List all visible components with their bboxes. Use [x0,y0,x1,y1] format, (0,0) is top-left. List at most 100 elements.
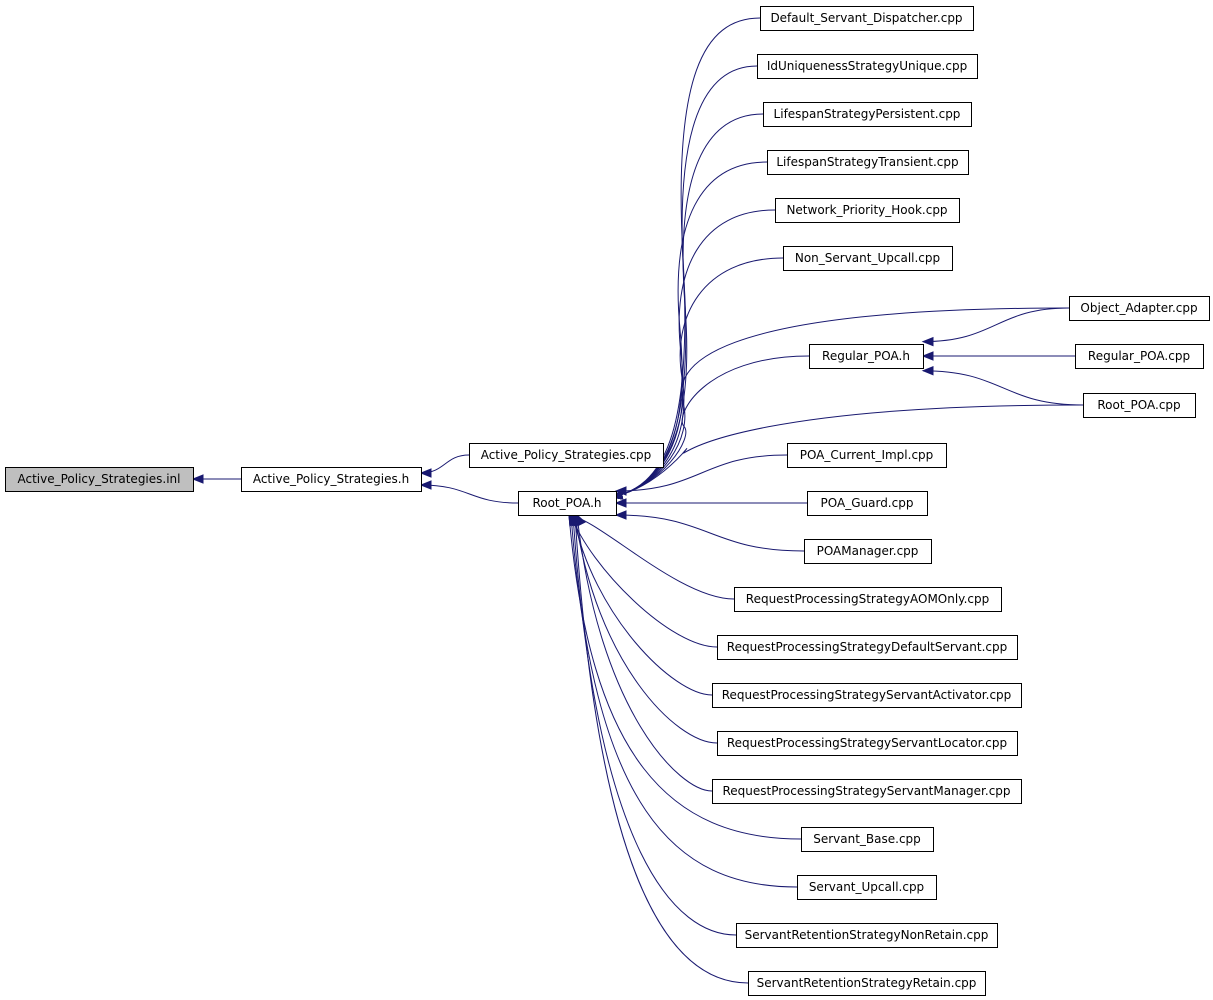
node-label-rpc: Regular_POA.cpp [1088,349,1190,363]
node-label-lst: LifespanStrategyTransient.cpp [776,155,958,169]
node-label-rp2: RequestProcessingStrategyDefaultServant.… [727,640,1007,654]
node-rpc[interactable]: Regular_POA.cpp [1075,344,1204,369]
node-box-rtc [1083,393,1196,418]
arrowhead-oad-to-reg_h [921,336,934,347]
arrowhead-rtc-to-reg_h [921,365,934,376]
node-box-rp2 [717,635,1018,660]
node-label-srr: ServantRetentionStrategyRetain.cpp [757,976,977,990]
arrowhead-pci-to-root_h [614,486,627,496]
node-lst[interactable]: LifespanStrategyTransient.cpp [767,150,969,175]
arrowhead-srr-to-root_h [574,513,584,527]
node-dsd[interactable]: Default_Servant_Dispatcher.cpp [760,6,974,31]
edge-pmg-to-root_h [615,514,805,552]
node-label-rp5: RequestProcessingStrategyServantManager.… [722,784,1010,798]
node-h[interactable]: Active_Policy_Strategies.h [241,467,422,492]
node-box-reg_h [809,344,924,369]
graph-edges [191,17,1084,984]
edge-lst-to-root_h [611,161,768,498]
node-lsp[interactable]: LifespanStrategyPersistent.cpp [763,102,972,127]
arrowhead-pmg-to-root_h [614,510,627,520]
node-oad[interactable]: Object_Adapter.cpp [1069,296,1210,321]
edge-nph-to-root_h [611,209,776,498]
node-nph[interactable]: Network_Priority_Hook.cpp [775,198,960,223]
node-idu[interactable]: IdUniquenessStrategyUnique.cpp [757,54,978,79]
node-label-rp1: RequestProcessingStrategyAOMOnly.cpp [746,592,989,606]
edge-rtc-to-reg_h [922,370,1084,406]
node-box-idu [757,54,978,79]
node-rp5[interactable]: RequestProcessingStrategyServantManager.… [712,779,1022,804]
node-sup[interactable]: Servant_Upcall.cpp [797,875,937,900]
node-label-cpp: Active_Policy_Strategies.cpp [481,448,652,462]
node-rp1[interactable]: RequestProcessingStrategyAOMOnly.cpp [734,587,1002,612]
node-box-srr [748,971,986,996]
arrowhead-pgd-to-root_h [614,498,627,508]
edge-rp2-to-root_h [570,514,718,648]
node-box-nph [775,198,960,223]
node-label-pmg: POAManager.cpp [817,544,919,558]
node-box-rp4 [717,731,1018,756]
node-srn[interactable]: ServantRetentionStrategyNonRetain.cpp [736,923,998,948]
node-rp4[interactable]: RequestProcessingStrategyServantLocator.… [717,731,1018,756]
node-box-oad [1069,296,1210,321]
node-sbs[interactable]: Servant_Base.cpp [801,827,934,852]
edge-dsd-to-root_h [611,17,761,498]
arrowhead-rpc-to-reg_h [921,351,934,361]
node-box-sup [797,875,937,900]
edge-rp4-to-root_h [574,514,718,744]
node-label-nph: Network_Priority_Hook.cpp [786,203,947,217]
node-label-h: Active_Policy_Strategies.h [253,472,409,486]
node-label-pgd: POA_Guard.cpp [821,496,914,510]
arrowhead-cpp-to-h [419,468,432,478]
arrowhead-root_h-to-h [419,480,432,490]
node-box-srn [736,923,998,948]
node-inl: Active_Policy_Strategies.inl [5,467,194,492]
edge-srr-to-root_h [574,514,749,984]
node-box-rp5 [712,779,1022,804]
node-box-h [241,467,422,492]
node-box-rp3 [712,683,1022,708]
node-label-inl: Active_Policy_Strategies.inl [17,472,180,486]
node-pci[interactable]: POA_Current_Impl.cpp [787,443,947,468]
edge-rp5-to-root_h [576,514,713,792]
node-label-rp4: RequestProcessingStrategyServantLocator.… [727,736,1007,750]
node-box-dsd [760,6,974,31]
edge-rp1-to-root_h [568,514,735,600]
node-rtc[interactable]: Root_POA.cpp [1083,393,1196,418]
node-label-oad: Object_Adapter.cpp [1080,301,1197,315]
graph-nodes: Active_Policy_Strategies.inl Active_Polic… [5,6,1210,996]
edge-nsu-to-root_h [611,257,784,498]
node-box-cpp [469,443,664,468]
node-root_h[interactable]: Root_POA.h [518,491,617,516]
edge-oad-to-reg_h [922,307,1070,343]
node-label-root_h: Root_POA.h [532,496,601,510]
node-label-dsd: Default_Servant_Dispatcher.cpp [770,11,962,25]
edge-lsp-to-root_h [611,113,764,498]
node-box-pgd [807,491,928,516]
node-reg_h[interactable]: Regular_POA.h [809,344,924,369]
node-pmg[interactable]: POAManager.cpp [804,539,932,564]
edge-rtc-to-root_h [611,404,1084,498]
node-box-root_h [518,491,617,516]
node-label-sbs: Servant_Base.cpp [813,832,921,846]
node-cpp[interactable]: Active_Policy_Strategies.cpp [469,443,664,468]
node-label-lsp: LifespanStrategyPersistent.cpp [774,107,961,121]
node-label-idu: IdUniquenessStrategyUnique.cpp [767,59,967,73]
node-rp3[interactable]: RequestProcessingStrategyServantActivato… [712,683,1022,708]
node-box-pmg [804,539,932,564]
node-box-sbs [801,827,934,852]
node-nsu[interactable]: Non_Servant_Upcall.cpp [783,246,953,271]
node-label-pci: POA_Current_Impl.cpp [800,448,934,462]
node-label-srn: ServantRetentionStrategyNonRetain.cpp [745,928,989,942]
node-box-rp1 [734,587,1002,612]
arrowhead-h-to-inl [191,474,204,484]
node-box-lsp [763,102,972,127]
node-label-reg_h: Regular_POA.h [822,349,910,363]
node-label-nsu: Non_Servant_Upcall.cpp [795,251,940,265]
node-pgd[interactable]: POA_Guard.cpp [807,491,928,516]
node-label-sup: Servant_Upcall.cpp [809,880,924,894]
node-rp2[interactable]: RequestProcessingStrategyDefaultServant.… [717,635,1018,660]
node-box-nsu [783,246,953,271]
node-srr[interactable]: ServantRetentionStrategyRetain.cpp [748,971,986,996]
edge-root_h-to-h [420,484,519,504]
